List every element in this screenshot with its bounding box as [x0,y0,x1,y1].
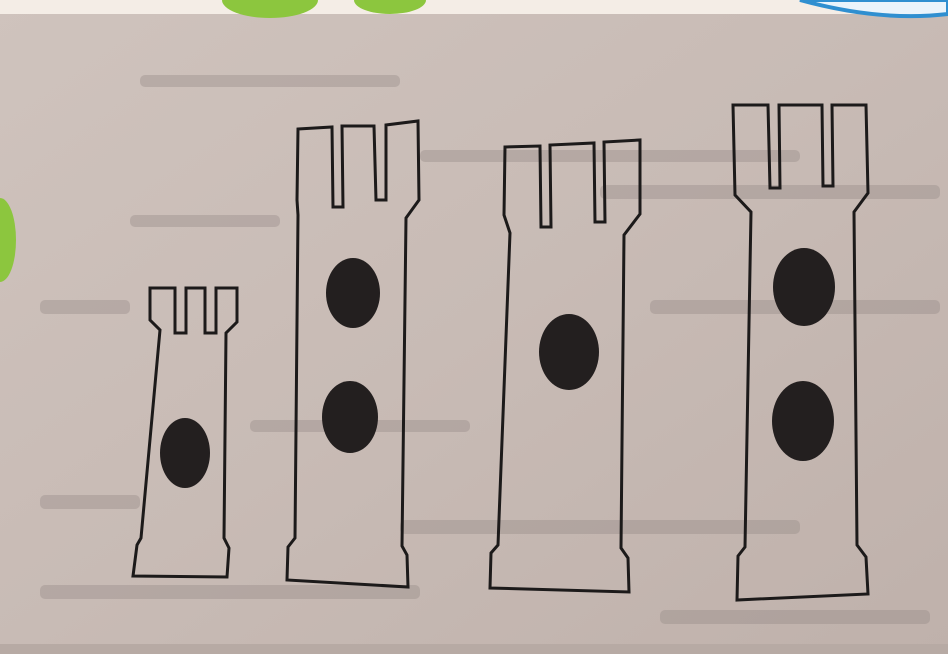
tower-1-dot-1 [160,418,210,488]
tower-4-dot-2 [772,381,834,461]
tower-3-dot-1 [539,314,599,390]
tower-4-dot-1 [773,248,835,326]
tower-2-dot-2 [322,381,378,453]
tower-2-dot-1 [326,258,380,328]
